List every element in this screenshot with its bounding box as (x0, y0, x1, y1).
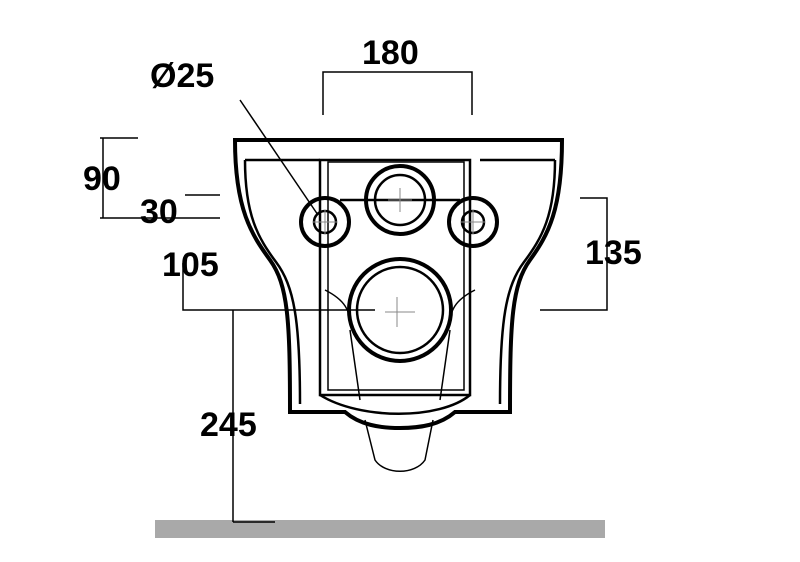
dim-245: 245 (200, 406, 257, 444)
mounting-frame (318, 158, 472, 397)
center-marks (313, 188, 485, 327)
dim-90: 90 (83, 160, 121, 198)
toilet-inner-outline (243, 158, 557, 405)
toilet-outline (232, 138, 565, 431)
dimension-lines (100, 71, 608, 523)
trap-outline (364, 419, 434, 472)
right-bolt-hole (447, 196, 499, 248)
water-inlet-inner (373, 173, 427, 227)
dim-bolt-diameter: Ø25 (150, 57, 214, 95)
dim-135: 135 (585, 234, 642, 272)
water-inlet (364, 164, 436, 236)
left-bolt-hole (299, 196, 351, 248)
dim-105: 105 (162, 246, 219, 284)
floor (155, 520, 605, 538)
dim-30: 30 (140, 193, 178, 231)
mounting-frame-inner (327, 161, 465, 391)
trap-walls (324, 289, 476, 401)
bowl-curve (319, 393, 471, 415)
dim-180: 180 (362, 34, 419, 72)
